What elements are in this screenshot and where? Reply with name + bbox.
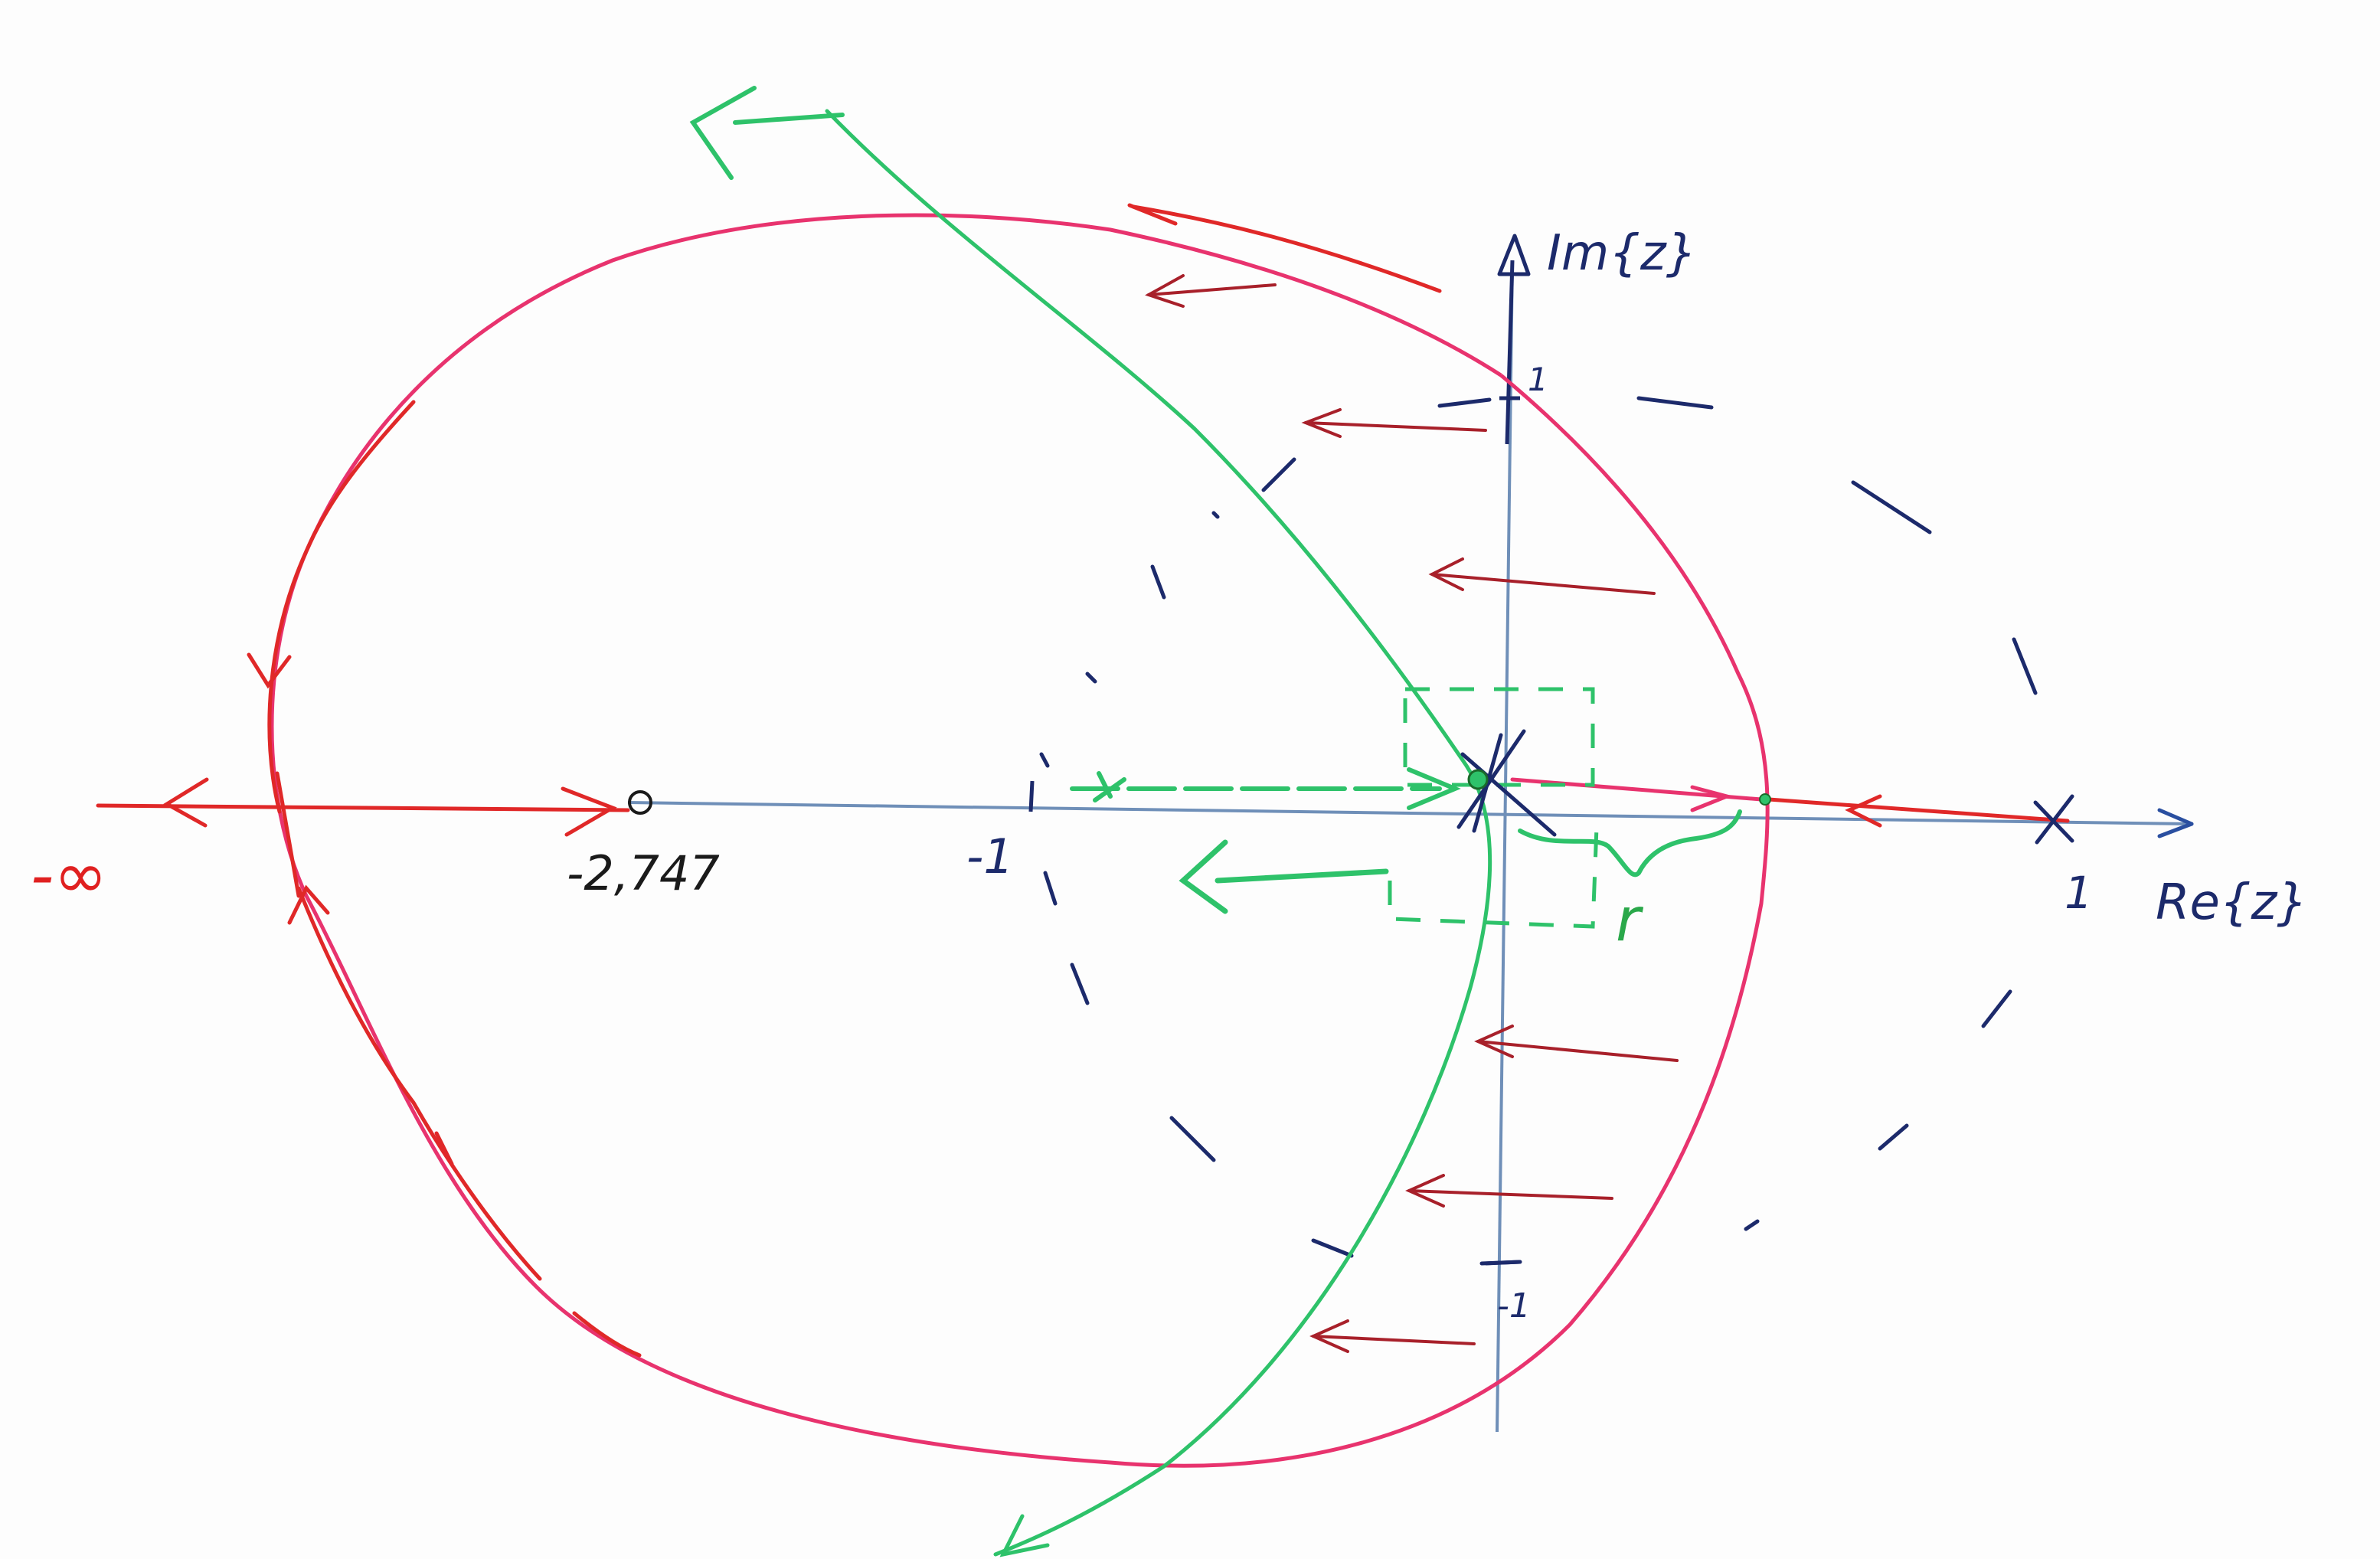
locus-right-branch [1510,777,2070,828]
green-dashed-box [1388,687,1599,929]
label-tick-neg-one-imag: -1 [1497,1286,1531,1325]
tick-neg-one-real [1028,780,1035,812]
label-tick-one-imag: 1 [1528,361,1548,398]
real-axis [627,801,2191,825]
green-bottom-arrow [999,1514,1050,1557]
unit-circle-dashed [1039,396,2038,1266]
imag-axis-dark-segment [1505,260,1515,445]
tick-neg-one-imag [1485,1260,1521,1266]
pole-at-one [2033,794,2074,845]
locus-circle-pink [270,213,1770,1468]
green-horizontal-arrow [1070,767,1461,810]
axes [627,234,2194,1433]
locus-left-branch [96,771,630,898]
locus-red-segments [267,203,1442,1358]
green-top-arrow [689,86,845,180]
imag-axis-arrow [1497,234,1531,276]
green-left-arrow [1179,839,1389,914]
label-re-axis: Re{z} [2156,874,2308,931]
circle-arrowheads [247,652,330,925]
label-radius: r [1616,886,1644,955]
label-tick-one-real: 1 [2065,867,2093,919]
label-neg-infinity: -∞ [31,838,107,913]
zero-marker [628,790,652,815]
origin-point [1467,769,1489,790]
real-axis-arrow-upper [2157,808,2194,826]
dark-red-arrows [1145,274,1679,1353]
radius-brace [1518,809,1742,878]
label-tick-neg-one-real: -1 [966,829,1014,884]
label-zero-value: -2,747 [567,845,720,901]
green-locus-curve [825,109,1492,1557]
imag-axis [1496,260,1514,1433]
real-axis-arrow-lower [2157,822,2194,838]
label-im-axis: Im{z} [1547,225,1697,282]
